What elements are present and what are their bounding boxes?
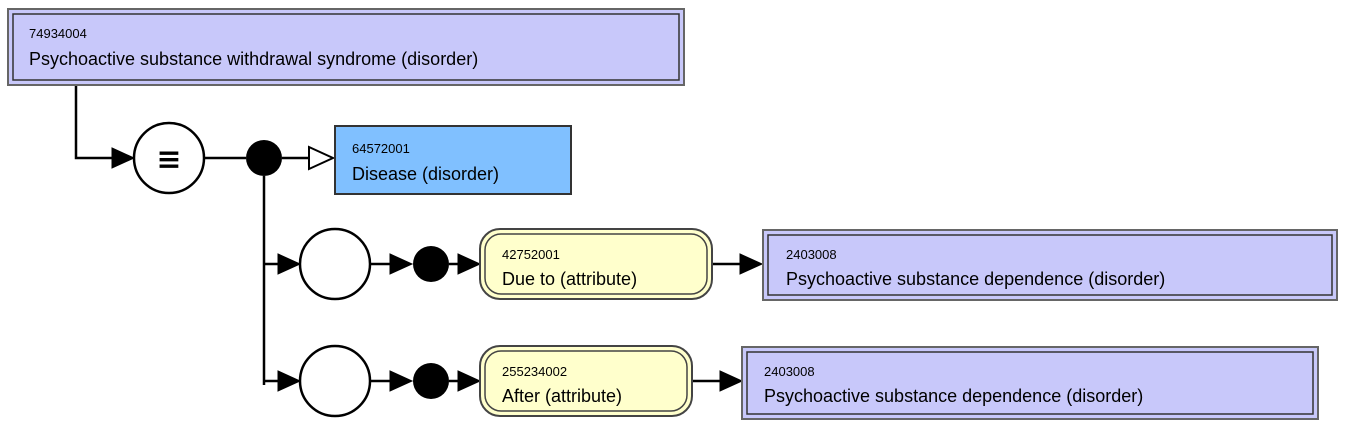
group2-attribute-box[interactable]: 255234002 After (attribute) bbox=[479, 345, 693, 417]
group1-node bbox=[298, 227, 372, 301]
equivalence-symbol: ≡ bbox=[156, 142, 181, 177]
focus-concept-box[interactable]: 74934004 Psychoactive substance withdraw… bbox=[7, 8, 685, 86]
arrowhead-to-dot2 bbox=[389, 370, 414, 392]
group1-attribute-box[interactable]: 42752001 Due to (attribute) bbox=[479, 228, 713, 300]
parent-concept-box[interactable]: 64572001 Disease (disorder) bbox=[334, 125, 572, 195]
arrowhead-to-group1 bbox=[277, 253, 302, 275]
connector-lines bbox=[74, 84, 744, 385]
definition-status-node: ≡ bbox=[132, 121, 206, 195]
group1-value-id: 2403008 bbox=[786, 247, 837, 262]
group1-value-label: Psychoactive substance dependence (disor… bbox=[786, 269, 1165, 289]
group1-attribute-id: 42752001 bbox=[502, 247, 560, 262]
focus-concept-id: 74934004 bbox=[29, 26, 87, 41]
group1-conjunction-dot bbox=[413, 246, 449, 282]
group1-value-box[interactable]: 2403008 Psychoactive substance dependenc… bbox=[762, 229, 1338, 301]
group2-value-box[interactable]: 2403008 Psychoactive substance dependenc… bbox=[741, 346, 1319, 420]
focus-to-status-connector bbox=[74, 84, 116, 160]
conjunction-dot bbox=[246, 140, 282, 176]
arrowhead-to-attribute1 bbox=[457, 253, 482, 275]
group2-attribute-label: After (attribute) bbox=[502, 386, 622, 406]
arrowhead-to-dot1 bbox=[389, 253, 414, 275]
group2-node bbox=[298, 344, 372, 418]
group2-value-label: Psychoactive substance dependence (disor… bbox=[764, 386, 1143, 406]
group2-attribute-id: 255234002 bbox=[502, 364, 567, 379]
arrowhead-to-status bbox=[111, 147, 136, 169]
arrowhead-to-value1 bbox=[739, 253, 764, 275]
arrowhead-to-group2 bbox=[277, 370, 302, 392]
focus-concept-label: Psychoactive substance withdrawal syndro… bbox=[29, 49, 478, 69]
group2-conjunction-dot bbox=[413, 363, 449, 399]
isa-arrowhead bbox=[308, 145, 336, 171]
group1-attribute-label: Due to (attribute) bbox=[502, 269, 637, 289]
arrowhead-to-value2 bbox=[719, 370, 744, 392]
parent-concept-label: Disease (disorder) bbox=[352, 164, 499, 184]
group2-value-id: 2403008 bbox=[764, 364, 815, 379]
arrowhead-to-attribute2 bbox=[457, 370, 482, 392]
arrowheads bbox=[111, 147, 764, 392]
parent-concept-id: 64572001 bbox=[352, 141, 410, 156]
